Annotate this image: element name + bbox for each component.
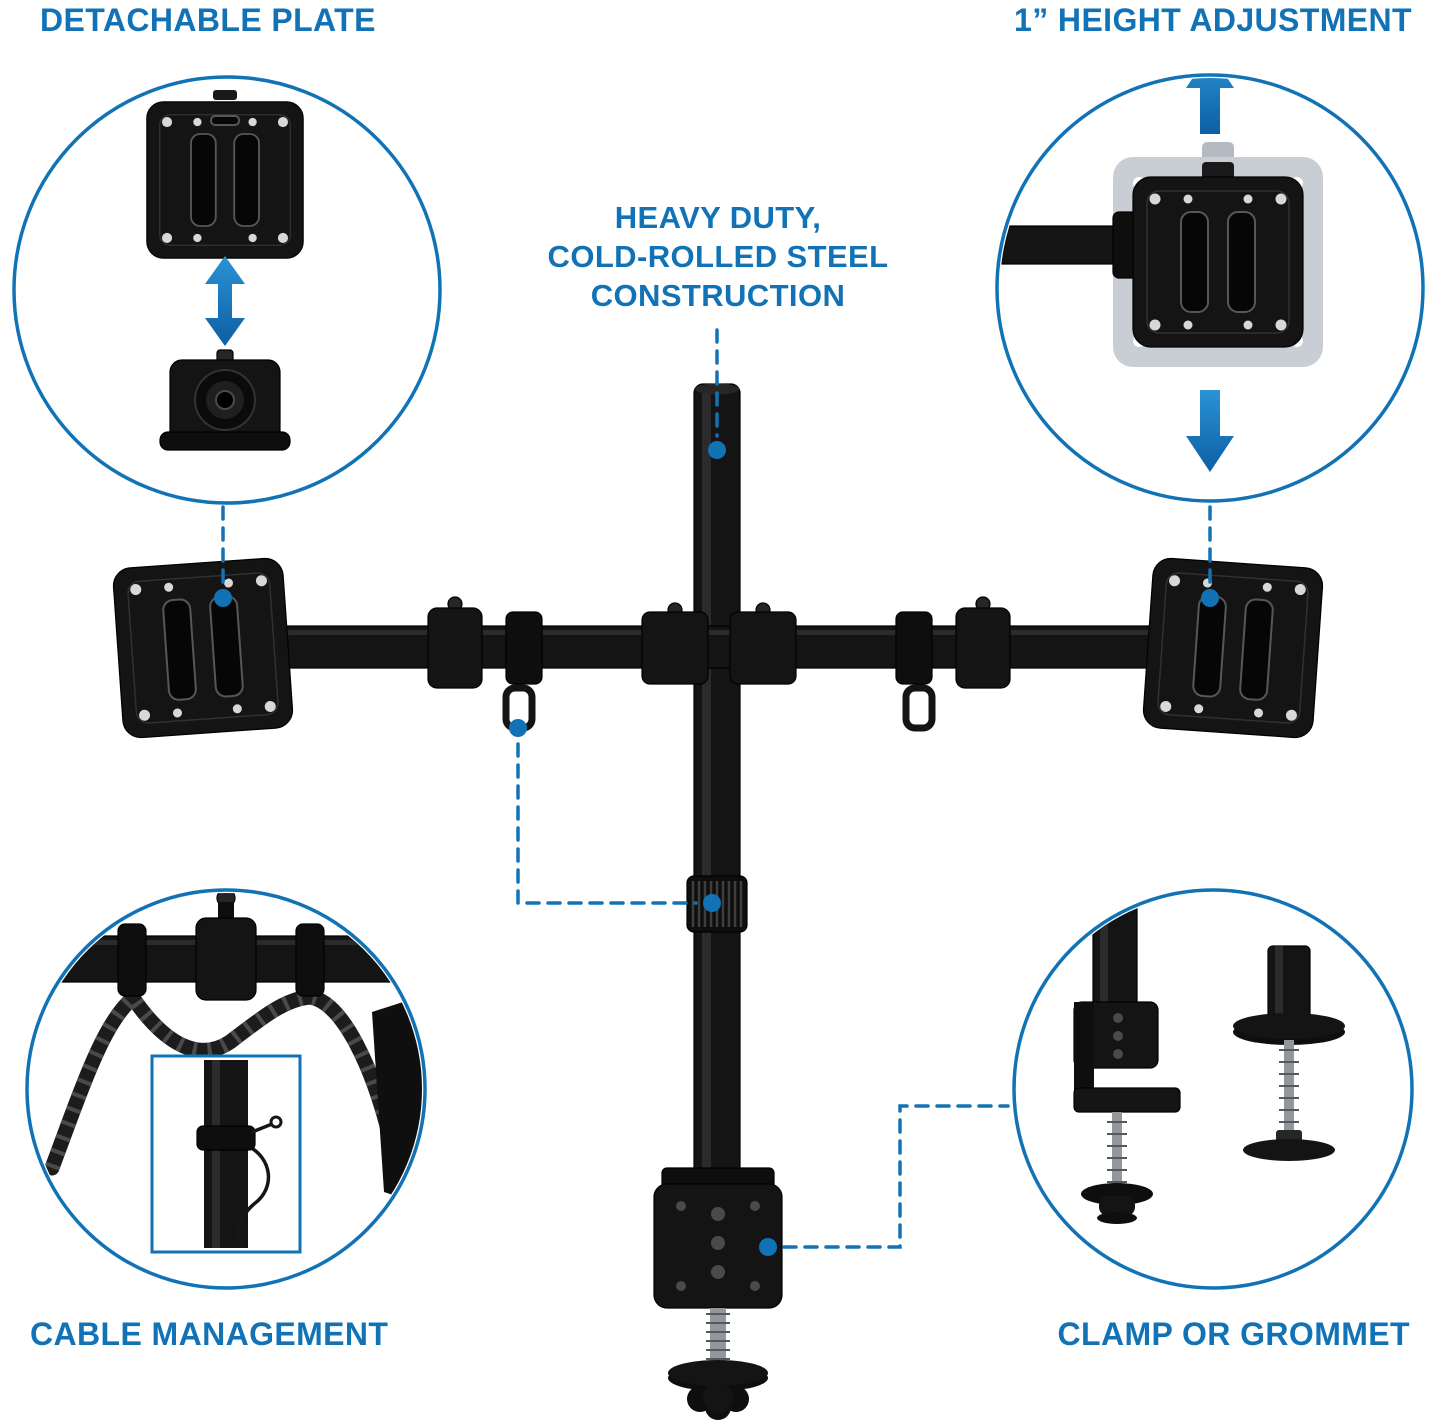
plate-top-tab [213, 90, 237, 100]
right-arm-joint [895, 596, 1011, 689]
vesa-plate-left [111, 556, 295, 740]
pole-closeup [204, 1060, 248, 1248]
clamp-grommet-illustration [1073, 893, 1345, 1224]
cable-clip-band-right [295, 923, 325, 997]
double-vertical-arrow-icon [205, 256, 245, 346]
monitor-mount-product [111, 383, 1325, 1420]
clamp-grommet-label: CLAMP OR GROMMET [1057, 1316, 1410, 1352]
heavy-duty-label: HEAVY DUTY, COLD-ROLLED STEEL CONSTRUCTI… [508, 198, 928, 315]
heavy-duty-line3: CONSTRUCTION [590, 278, 846, 313]
up-arrow-icon [1186, 78, 1234, 134]
cable-clip-band-left [117, 923, 147, 997]
heavy-duty-line1: HEAVY DUTY, [614, 200, 822, 235]
grommet-option [1233, 945, 1345, 1161]
cable-clip-right [902, 684, 936, 732]
plate-top-tab [1202, 162, 1234, 180]
down-arrow-icon [1186, 390, 1234, 472]
c-clamp-option [1073, 893, 1181, 1224]
center-pole [693, 383, 741, 1187]
quick-release-head [159, 349, 291, 451]
vesa-plate-adjustable [1132, 176, 1304, 348]
dot-clamp [759, 1238, 777, 1256]
leader-clamp-grommet [782, 1104, 1010, 1249]
center-joint [641, 602, 797, 685]
cable-management-label: CABLE MANAGEMENT [30, 1316, 389, 1352]
vesa-plate-right [1141, 556, 1325, 740]
arm-segment [1000, 225, 1122, 265]
thin-cable [237, 1144, 271, 1247]
pole-cable-clip-inset [150, 1054, 302, 1254]
dot-right-plate [1201, 589, 1219, 607]
pole-clip [196, 1125, 256, 1151]
dot-pole [708, 441, 726, 459]
pole-top-cap [695, 383, 739, 395]
height-adjustment-illustration [1000, 78, 1323, 472]
desk-clamp [653, 1167, 783, 1420]
height-adjustment-label: 1” HEIGHT ADJUSTMENT [1014, 2, 1412, 38]
heavy-duty-line2: COLD-ROLLED STEEL [547, 239, 889, 274]
detachable-plate-illustration [145, 90, 305, 451]
dot-cable-clip [509, 719, 527, 737]
dot-left-plate [214, 589, 232, 607]
left-arm-joint [427, 596, 543, 689]
cable-management-illustration [30, 893, 422, 1210]
dot-pole-collar [703, 894, 721, 912]
leader-cable-management [516, 742, 698, 905]
callout-lines [221, 328, 1212, 1249]
detachable-plate-label: DETACHABLE PLATE [40, 2, 376, 38]
callout-dots [214, 441, 1219, 1256]
quick-release-slot [210, 115, 240, 126]
arm-joint-closeup [195, 917, 257, 1001]
clamp-grommet-bubble [1012, 888, 1414, 1290]
